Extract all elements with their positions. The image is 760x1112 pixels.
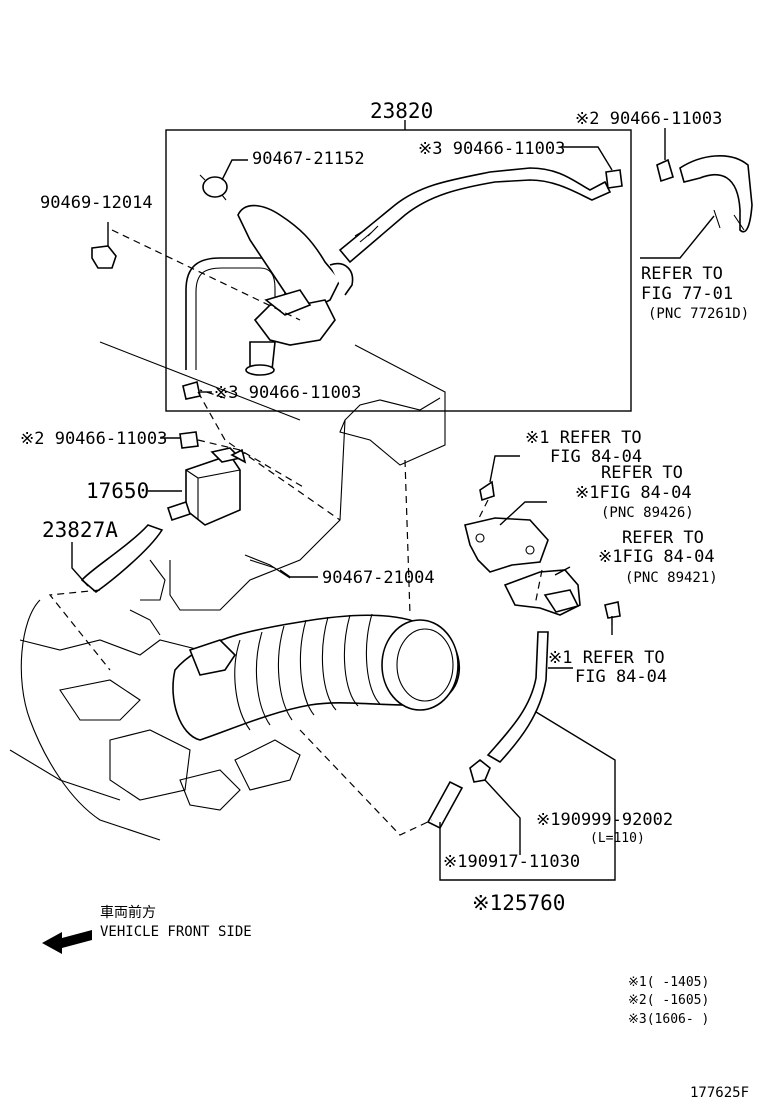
label-front-en: VEHICLE FRONT SIDE <box>100 924 252 940</box>
clamp-inner-bottom <box>182 380 201 400</box>
dashed-leaders <box>48 229 543 836</box>
label-note-3: ※3(1606- ) <box>628 1012 709 1027</box>
label-figure-id: 177625F <box>690 1085 749 1101</box>
front-arrow-icon <box>42 930 92 954</box>
label-refer-d-fig: FIG 84-04 <box>575 667 667 687</box>
union-11030 <box>469 758 491 783</box>
label-note-2: ※2( -1605) <box>628 993 709 1008</box>
label-clamp-left: ※2 90466-11003 <box>20 429 167 449</box>
clamp-21004 <box>244 554 291 579</box>
intake-hose <box>172 613 461 741</box>
label-front-jp: 車両前方 <box>100 904 156 921</box>
leader-lines <box>71 128 715 881</box>
hose-23827a <box>80 524 164 594</box>
clamp-left <box>179 431 199 449</box>
hose-short <box>426 780 464 830</box>
label-vsv: 17650 <box>86 479 149 503</box>
clamp-21152 <box>199 174 228 201</box>
label-clamp-inner-bottom: ※3 90466-11003 <box>214 383 361 403</box>
label-clamp-21004: 90467-21004 <box>322 568 435 588</box>
label-note-1: ※1( -1405) <box>628 975 709 990</box>
label-refer-c: REFER TO <box>622 528 704 548</box>
label-assembly: 23820 <box>370 99 433 123</box>
label-refer-b: REFER TO <box>601 463 683 483</box>
label-clamp-top-right: ※2 90466-11003 <box>575 109 722 129</box>
label-hose-92002: ※190999-92002 <box>536 810 673 830</box>
hose-92002 <box>486 631 549 764</box>
label-refer-b-fig: ※1FIG 84-04 <box>575 483 692 503</box>
clip-12014 <box>91 245 117 269</box>
label-refer-77-fig: FIG 77-01 <box>641 284 733 304</box>
label-hose-92002-len: (L=110) <box>590 831 645 846</box>
label-refer-77: REFER TO <box>641 264 723 284</box>
label-refer-c-fig: ※1FIG 84-04 <box>598 547 715 567</box>
label-union-11030: ※190917-11030 <box>443 852 580 872</box>
refer-hose-77 <box>656 154 753 233</box>
clamp-inner-top <box>605 169 623 189</box>
label-sensor-assy: ※125760 <box>472 891 565 915</box>
label-refer-77-pnc: (PNC 77261D) <box>648 306 749 322</box>
label-refer-a: ※1 REFER TO <box>525 428 642 448</box>
label-refer-a-fig: FIG 84-04 <box>550 447 642 467</box>
label-refer-c-pnc: (PNC 89421) <box>625 570 718 586</box>
label-clip-12014: 90469-12014 <box>40 193 153 213</box>
label-refer-d: ※1 REFER TO <box>548 648 665 668</box>
label-hose-23827a: 23827A <box>42 518 118 542</box>
sensor-89421 <box>503 569 621 625</box>
bracket-89426 <box>464 480 549 573</box>
label-clamp-21152: 90467-21152 <box>252 149 365 169</box>
label-clamp-inner-top: ※3 90466-11003 <box>418 139 565 159</box>
assembly-box <box>165 129 632 412</box>
vsv-17650 <box>166 447 247 526</box>
label-refer-b-pnc: (PNC 89426) <box>601 505 694 521</box>
engine-outline <box>9 341 446 841</box>
vacuum-hose-assembly <box>185 167 612 376</box>
